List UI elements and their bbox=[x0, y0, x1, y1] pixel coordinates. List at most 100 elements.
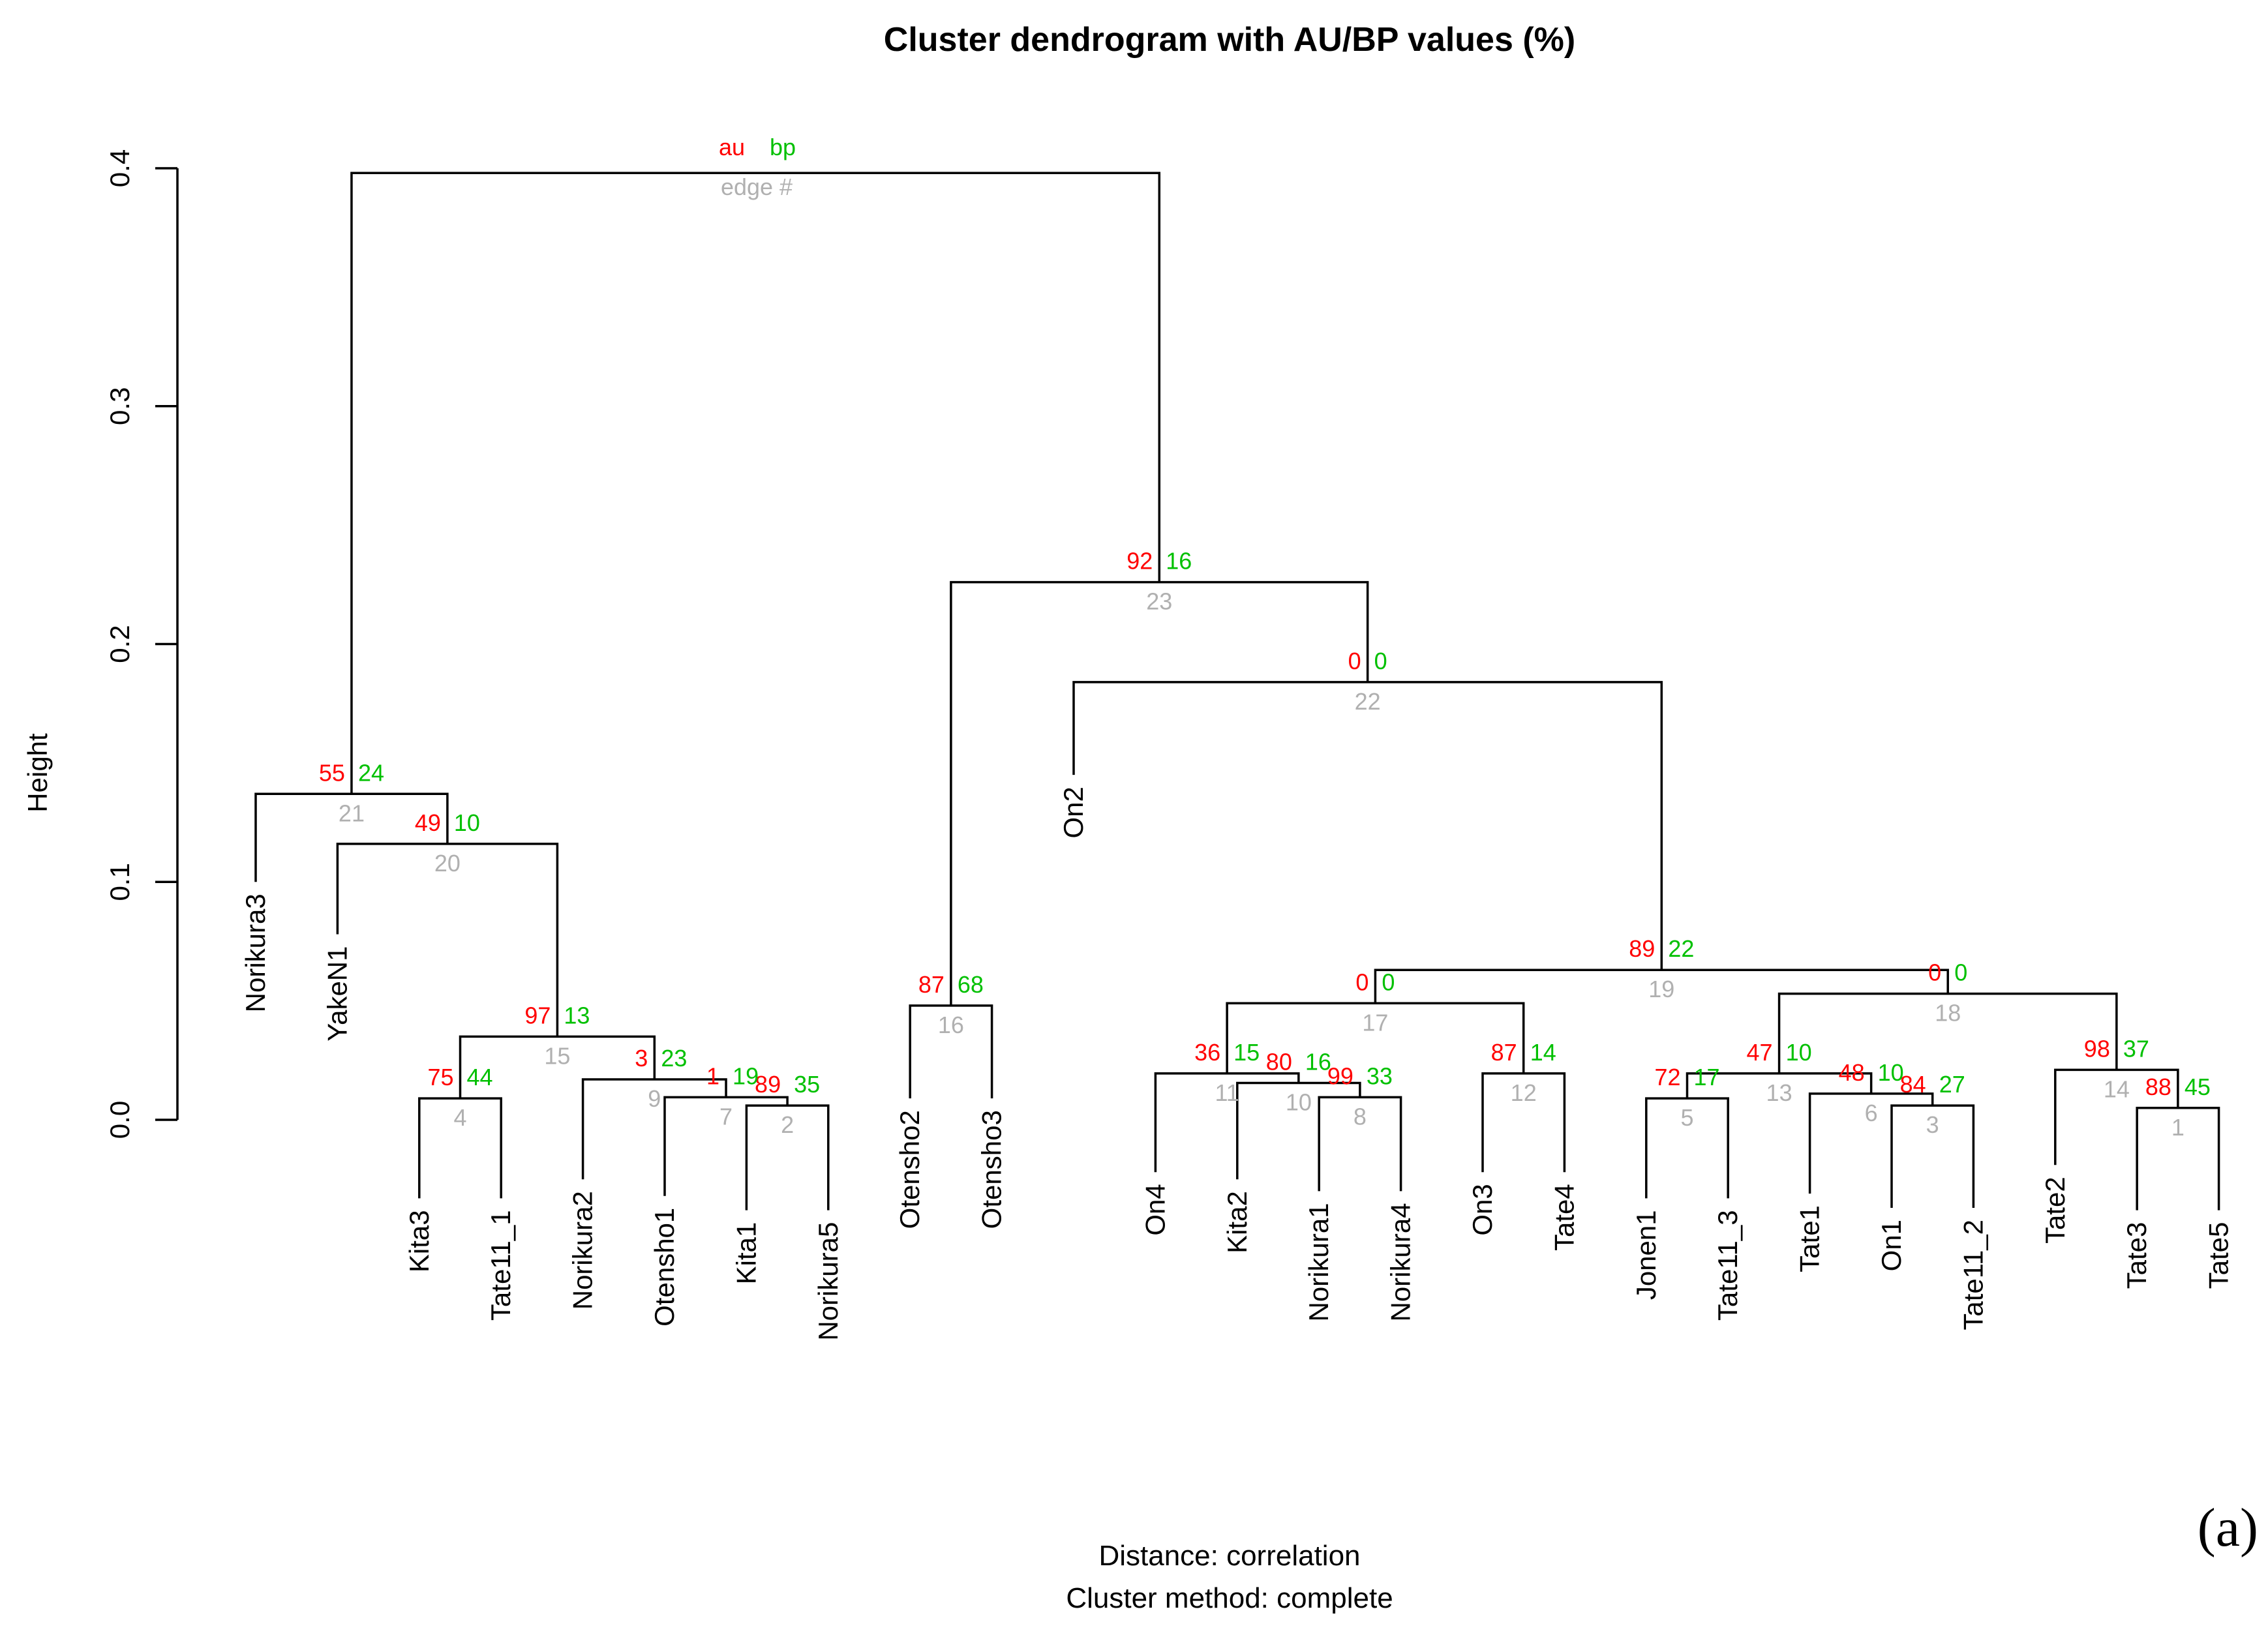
edge-number: 14 bbox=[2104, 1075, 2130, 1102]
au-value: 88 bbox=[2145, 1074, 2171, 1100]
dendrogram-link bbox=[350, 172, 1161, 794]
au-value: 87 bbox=[918, 971, 945, 998]
bp-value: 15 bbox=[1233, 1039, 1260, 1066]
bp-value: 45 bbox=[2185, 1074, 2211, 1100]
dendrogram-link bbox=[950, 580, 1369, 1006]
y-tick-label: 0.4 bbox=[104, 149, 135, 187]
edge-number: 21 bbox=[339, 800, 365, 826]
edge-number: 12 bbox=[1511, 1079, 1537, 1106]
leaf-label: Tate3 bbox=[2121, 1222, 2152, 1289]
au-value: 87 bbox=[1491, 1039, 1517, 1066]
leaf-label: Tate1 bbox=[1794, 1205, 1825, 1272]
au-bp-legend: au bp edge # bbox=[719, 134, 796, 200]
bp-value: 0 bbox=[1382, 969, 1395, 995]
leaf-label: Otensho3 bbox=[976, 1110, 1007, 1229]
au-value: 98 bbox=[2084, 1035, 2110, 1062]
leaf-label: Tate2 bbox=[2040, 1177, 2070, 1244]
edge-number: 18 bbox=[1935, 1000, 1961, 1027]
edge-number: 8 bbox=[1353, 1103, 1367, 1130]
au-value: 1 bbox=[706, 1062, 719, 1089]
dendrogram-link bbox=[1318, 1096, 1402, 1192]
edge-number: 22 bbox=[1355, 688, 1381, 715]
bp-value: 44 bbox=[467, 1064, 493, 1090]
leaf-label: Otensho2 bbox=[894, 1110, 925, 1229]
leaf-label: Tate4 bbox=[1549, 1184, 1579, 1251]
edge-number: 2 bbox=[781, 1111, 794, 1138]
bp-value: 16 bbox=[1166, 548, 1192, 575]
leaf-label: On2 bbox=[1058, 787, 1089, 838]
y-axis-label: Height bbox=[22, 733, 53, 813]
au-value: 49 bbox=[415, 809, 441, 836]
edge-number: 20 bbox=[434, 850, 461, 877]
legend-edge-label: edge # bbox=[721, 173, 793, 200]
bp-value: 24 bbox=[358, 759, 384, 786]
bp-value: 0 bbox=[1374, 648, 1387, 674]
au-value: 75 bbox=[427, 1064, 453, 1090]
edge-number: 16 bbox=[938, 1012, 964, 1038]
bp-value: 14 bbox=[1530, 1039, 1556, 1066]
leaf-label: Tate11_1 bbox=[485, 1210, 516, 1321]
au-value: 72 bbox=[1654, 1064, 1680, 1090]
leaf-label: Tate11_3 bbox=[1712, 1210, 1743, 1321]
y-tick-label: 0.0 bbox=[104, 1101, 135, 1139]
cluster-method-subtitle: Cluster method: complete bbox=[1066, 1582, 1393, 1614]
edge-number: 5 bbox=[1680, 1104, 1693, 1131]
au-value: 97 bbox=[524, 1002, 551, 1029]
bp-value: 17 bbox=[1694, 1064, 1720, 1090]
y-tick-label: 0.3 bbox=[104, 387, 135, 425]
leaf-label: Tate5 bbox=[2203, 1222, 2234, 1289]
edge-number: 1 bbox=[2171, 1114, 2185, 1141]
bp-value: 22 bbox=[1668, 935, 1694, 962]
au-value: 55 bbox=[319, 759, 345, 786]
leaf-label: Tate11_2 bbox=[1958, 1220, 1988, 1330]
edge-number: 3 bbox=[1926, 1111, 1939, 1138]
y-tick-label: 0.2 bbox=[104, 625, 135, 663]
edge-number: 9 bbox=[648, 1085, 661, 1112]
bp-value: 10 bbox=[454, 809, 480, 836]
panel-label: (a) bbox=[2198, 1497, 2258, 1558]
au-value: 0 bbox=[1355, 969, 1368, 995]
distance-subtitle: Distance: correlation bbox=[1098, 1540, 1360, 1572]
dendrogram-link bbox=[1808, 1092, 1934, 1194]
bp-value: 27 bbox=[1939, 1071, 1965, 1098]
bp-value: 19 bbox=[733, 1062, 759, 1089]
leaf-label: On3 bbox=[1467, 1184, 1498, 1235]
au-value: 99 bbox=[1327, 1062, 1353, 1089]
dendrogram-tree bbox=[254, 172, 2220, 1210]
leaf-label: YakeN1 bbox=[322, 946, 352, 1041]
bp-value: 35 bbox=[794, 1071, 820, 1098]
leaf-label: Norikura1 bbox=[1303, 1203, 1334, 1321]
edge-number: 7 bbox=[719, 1103, 733, 1130]
au-value: 89 bbox=[1629, 935, 1655, 962]
edge-number: 13 bbox=[1766, 1079, 1792, 1106]
au-value: 3 bbox=[635, 1045, 648, 1072]
leaf-label: Jonen1 bbox=[1631, 1210, 1661, 1300]
dendrogram-link bbox=[459, 1035, 656, 1099]
leaf-label: Norikura4 bbox=[1385, 1203, 1416, 1321]
leaf-label: Kita3 bbox=[404, 1210, 434, 1272]
bp-value: 23 bbox=[661, 1045, 687, 1072]
au-value: 92 bbox=[1126, 548, 1153, 575]
y-tick-label: 0.1 bbox=[104, 863, 135, 901]
bp-value: 10 bbox=[1878, 1059, 1904, 1086]
leaf-label: Norikura5 bbox=[813, 1222, 843, 1341]
au-value: 80 bbox=[1266, 1048, 1292, 1075]
bp-value: 13 bbox=[564, 1002, 590, 1029]
bp-value: 0 bbox=[1954, 959, 1967, 986]
edge-number: 11 bbox=[1215, 1079, 1239, 1106]
edge-number: 10 bbox=[1286, 1089, 1312, 1115]
y-axis: 0.0 0.1 0.2 0.3 0.4 bbox=[104, 149, 179, 1139]
leaf-label: On1 bbox=[1876, 1220, 1907, 1271]
bp-value: 37 bbox=[2123, 1035, 2149, 1062]
au-value: 0 bbox=[1348, 648, 1361, 674]
dendrogram-link bbox=[1374, 969, 1949, 1004]
leaf-label: On4 bbox=[1140, 1184, 1170, 1235]
edge-number: 19 bbox=[1648, 976, 1674, 1002]
dendrogram-link bbox=[663, 1096, 789, 1196]
bp-value: 10 bbox=[1786, 1039, 1812, 1066]
legend-bp-label: bp bbox=[770, 134, 796, 160]
chart-title: Cluster dendrogram with AU/BP values (%) bbox=[884, 21, 1575, 59]
au-value: 36 bbox=[1194, 1039, 1220, 1066]
